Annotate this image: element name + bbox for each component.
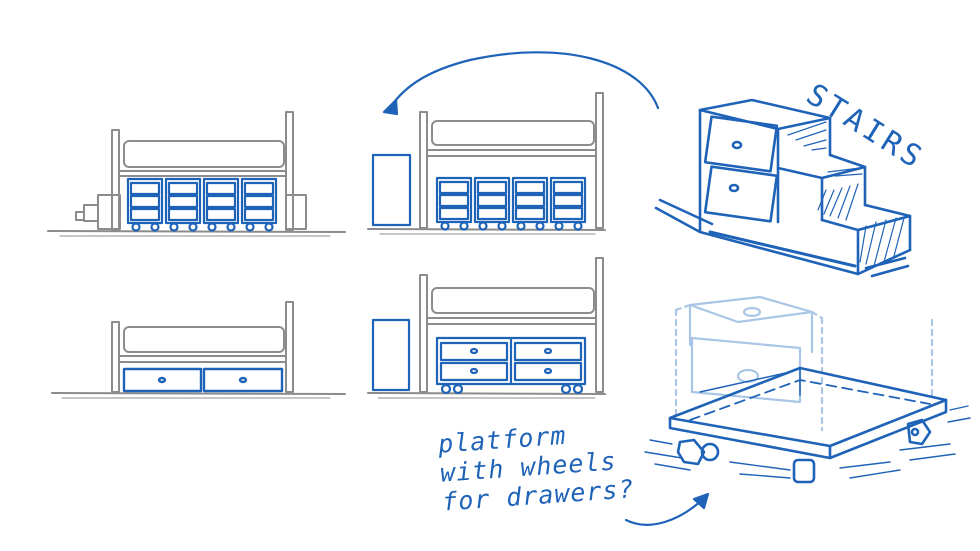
bed-sketch-two-drawers — [51, 301, 346, 399]
curved-arrow-right — [624, 492, 710, 526]
platform-note: platform with wheels for drawers? — [437, 417, 635, 516]
bed-sketch-wheeled-drawers-cabinet — [367, 257, 606, 399]
wheeled-platform-sketch — [644, 295, 971, 484]
stairs-drawer-sketch — [654, 98, 912, 278]
curved-arrow-left — [382, 51, 660, 116]
bed-sketch-drawer-units-cabinet — [367, 92, 606, 235]
bed-sketch-drawer-units — [47, 111, 346, 237]
